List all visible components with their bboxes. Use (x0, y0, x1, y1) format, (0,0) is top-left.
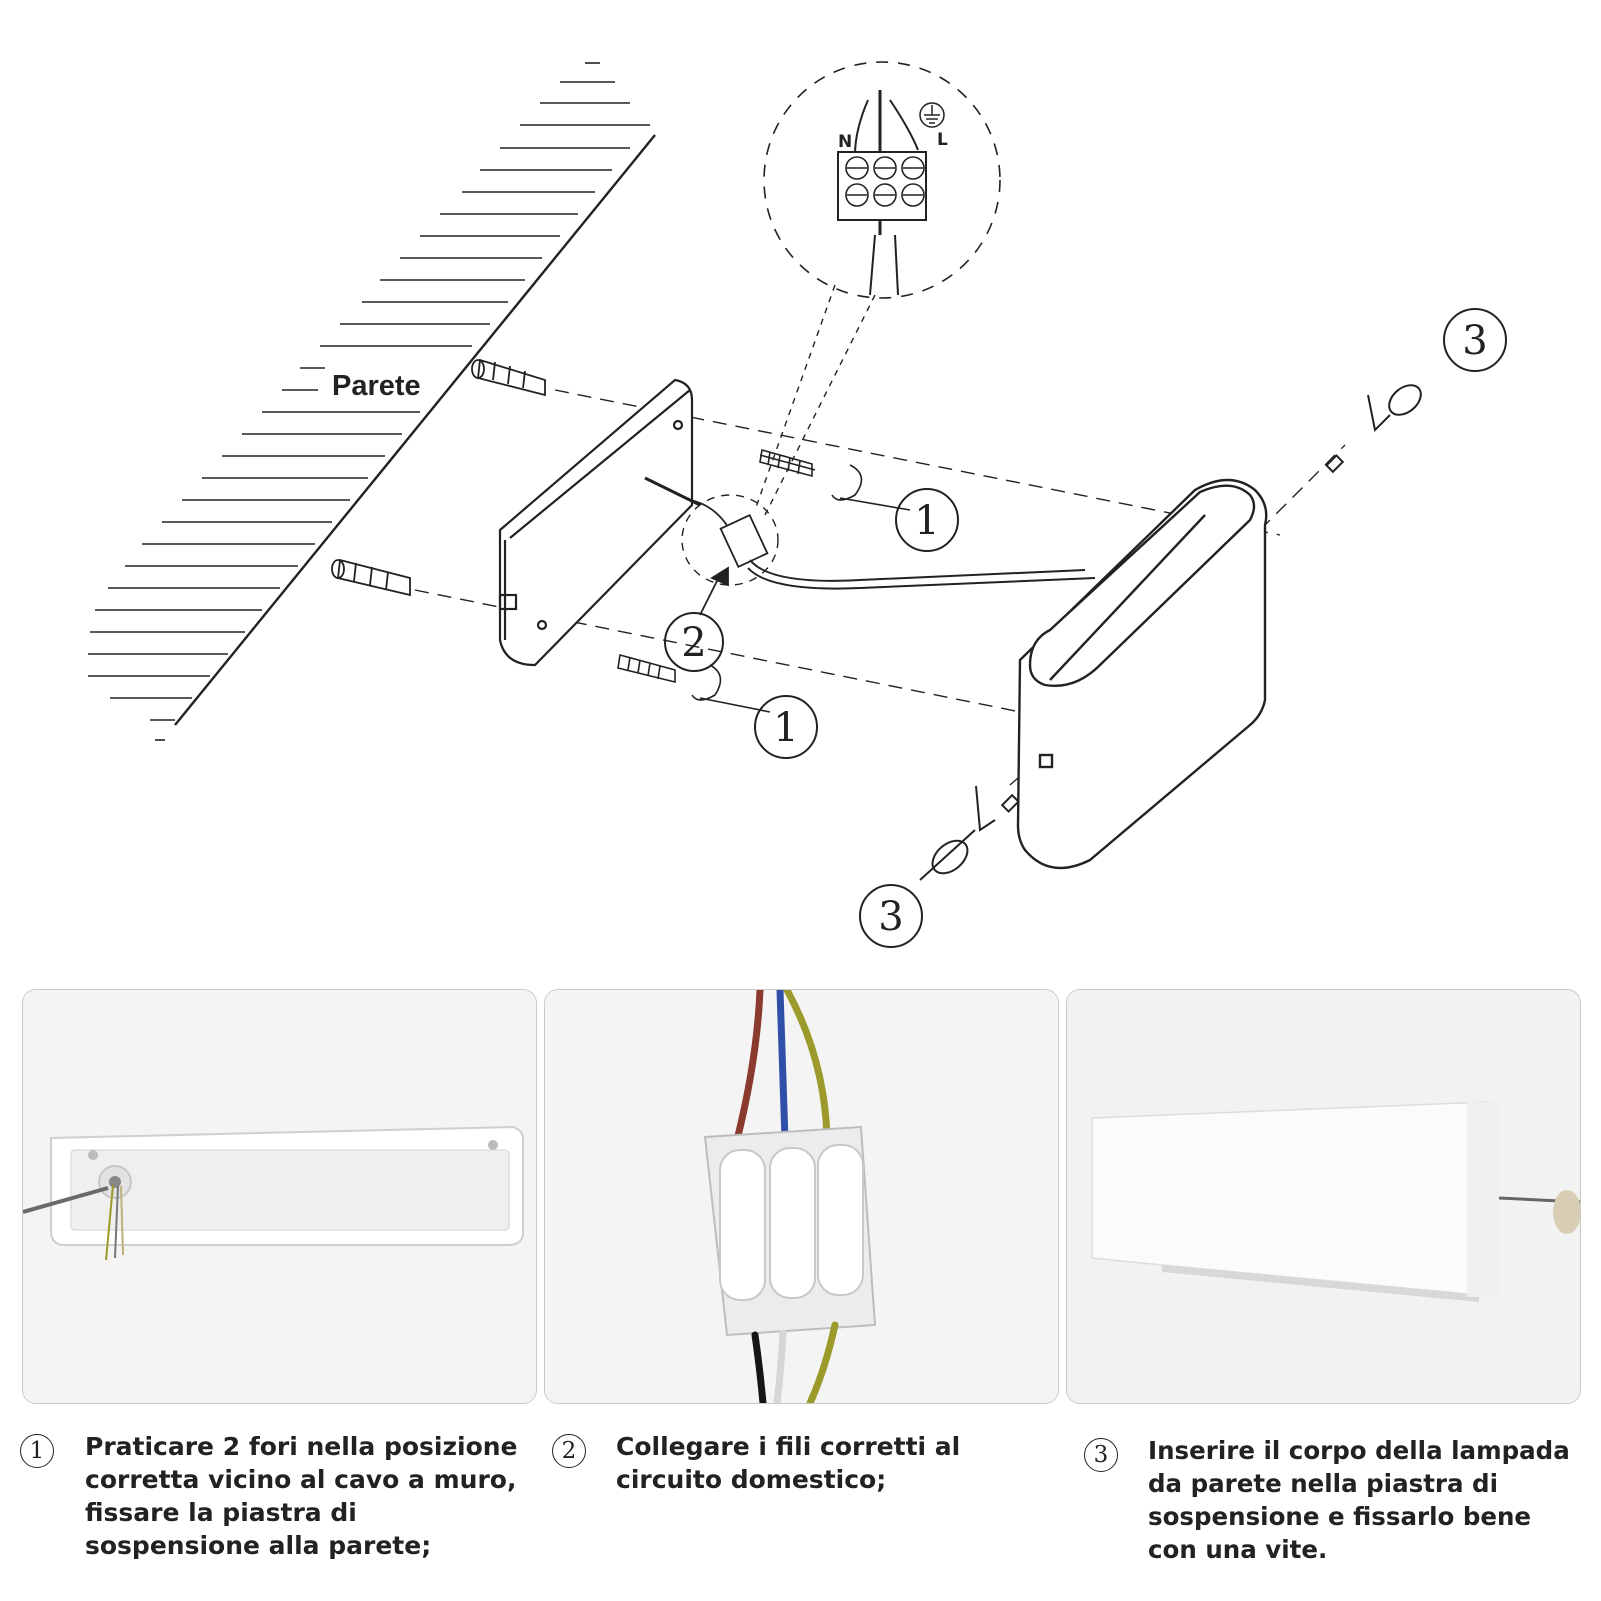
step-1-number: 1 (20, 1434, 54, 1468)
callout-2-circle (664, 612, 724, 672)
wires-bottom (751, 1321, 839, 1403)
photo-panel-wire-connector (544, 989, 1059, 1404)
callout-1-top-circle (895, 488, 959, 552)
hex-key-top (1325, 384, 1422, 474)
terminal-label-neutral: N (838, 132, 852, 152)
photo-panel-lamp-body (1066, 989, 1581, 1404)
wires-top (733, 990, 831, 1144)
callout-3-bottom-circle (859, 884, 923, 948)
wall-label: Parete (332, 370, 421, 402)
wall-hatching (88, 62, 650, 741)
terminal-label-live: L (937, 130, 948, 150)
step-3-number: 3 (1084, 1438, 1118, 1472)
wago-connector (703, 1125, 877, 1337)
step-3-text: Inserire il corpo della lampada da paret… (1148, 1436, 1570, 1564)
callout-1-top: 1 (914, 498, 939, 544)
screw-top (759, 448, 911, 511)
screw-bottom (617, 653, 771, 713)
wall-anchor-top (471, 358, 546, 397)
wire-connector-small (681, 494, 1096, 616)
photo-panel-mounting-plate (22, 989, 537, 1404)
step-2-text: Collegare i fili corretti al circuito do… (616, 1432, 961, 1494)
callout-1-bottom: 1 (773, 705, 798, 751)
hex-key-photo-icon (1498, 1190, 1580, 1234)
callout-3-top: 3 (1462, 318, 1487, 364)
callout-3-top-circle (1443, 308, 1507, 372)
lamp-body-photo (1091, 1101, 1499, 1302)
lamp-body (1016, 478, 1268, 870)
screwdriver-icon (23, 1186, 109, 1214)
step-2-number: 2 (552, 1434, 586, 1468)
ground-symbol-icon (919, 102, 945, 128)
exploded-installation-diagram: Parete N L 1 1 2 3 3 (88, 61, 1507, 948)
step-1-text: Praticare 2 fori nella posizione corrett… (85, 1432, 518, 1560)
callout-1-bottom-circle (754, 695, 818, 759)
hex-key-bottom (919, 785, 1020, 881)
callout-3-bottom: 3 (878, 894, 903, 940)
terminal-detail-zoom (763, 61, 1001, 299)
thin-wires (105, 1184, 124, 1261)
plate-illustration (50, 1125, 524, 1246)
mounting-plate (498, 378, 701, 667)
callout-2: 2 (681, 620, 706, 666)
wall-anchor-bottom (331, 558, 411, 597)
wall-face (174, 134, 656, 726)
